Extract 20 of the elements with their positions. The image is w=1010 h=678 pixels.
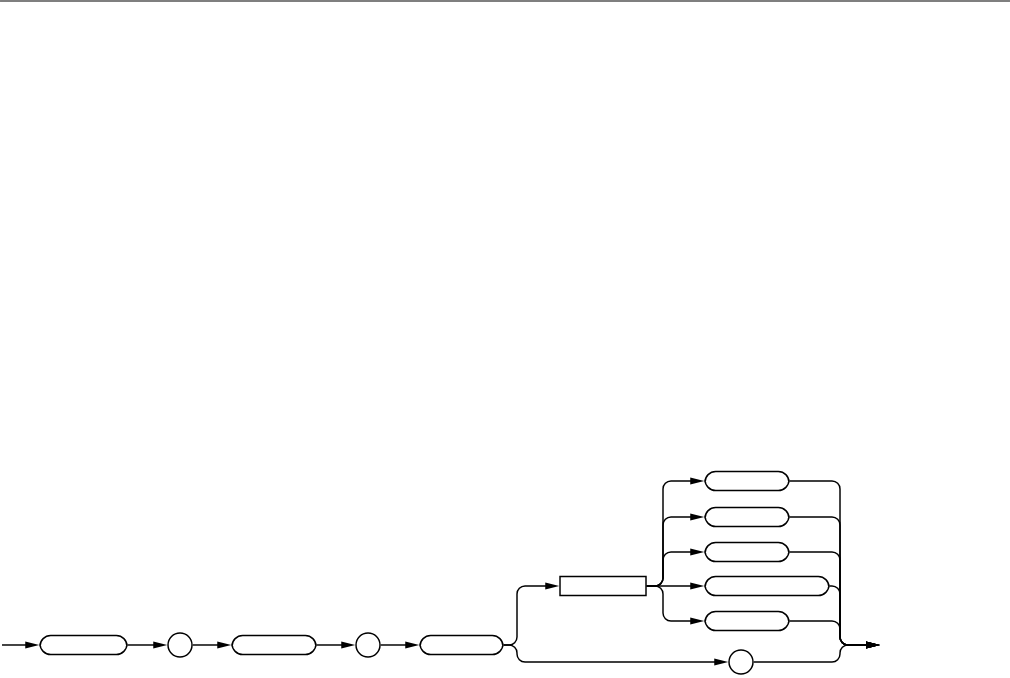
circle [728, 649, 754, 675]
circle [167, 632, 193, 658]
rounded-box [704, 541, 790, 563]
arrow [1, 641, 40, 649]
rectangle-box [559, 575, 647, 597]
arrow [380, 641, 420, 649]
arrow [316, 641, 356, 649]
rounded-box [231, 634, 317, 656]
arrow [127, 641, 168, 649]
rounded-box [704, 575, 830, 597]
rounded-box [419, 634, 504, 656]
arrow [646, 585, 705, 625]
arrow [503, 644, 729, 666]
arrow [753, 641, 880, 663]
rounded-box [39, 634, 128, 656]
rounded-box [704, 470, 790, 492]
arrow [192, 641, 232, 649]
rounded-box [704, 506, 790, 528]
rounded-box [704, 610, 790, 632]
circle [355, 632, 381, 658]
